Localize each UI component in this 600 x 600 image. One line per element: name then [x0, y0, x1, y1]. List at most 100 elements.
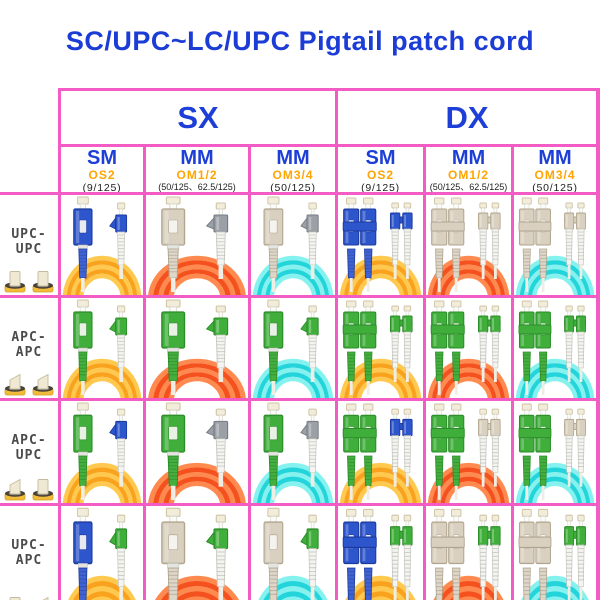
patch-cord-cell — [146, 401, 248, 503]
lc-duplex-connector-icon — [477, 305, 501, 382]
cable-coil — [444, 376, 493, 398]
cable-coil — [356, 273, 405, 295]
fiber-mode-label: SM — [365, 147, 396, 169]
patch-cord-cell — [146, 506, 248, 600]
row-label: UPC-UPC — [11, 227, 47, 257]
cable-coil — [544, 596, 566, 600]
cable-coil — [344, 260, 417, 295]
cable-coil — [348, 264, 413, 295]
cable-coil — [528, 476, 582, 503]
cable-coil — [167, 586, 227, 600]
ferrule-tip-photo — [32, 271, 54, 293]
cable-coil — [154, 575, 240, 600]
cable-coil — [70, 367, 134, 398]
column-header-sx-sm: SM OS2 (9/125) — [61, 147, 143, 192]
cable-coil — [531, 586, 579, 600]
cable-coil — [515, 462, 595, 503]
ferrule-tip-photo — [9, 597, 21, 600]
cable-coil — [252, 462, 334, 503]
cable-coil — [256, 363, 330, 398]
row-header-upc-upc: UPC-UPC — [0, 195, 58, 295]
fiber-spec-label: OM1/2 — [447, 168, 489, 182]
cable-coil — [355, 586, 406, 600]
sc-duplex-connector-icon — [430, 508, 465, 600]
cable-coil — [265, 372, 321, 398]
fiber-mode-label: MM — [276, 147, 310, 169]
cable-coil — [75, 269, 129, 295]
cable-coil — [153, 363, 241, 398]
sc-connector-icon — [161, 507, 186, 600]
cable-coil — [158, 472, 236, 503]
cable-coil — [361, 591, 400, 600]
lc-connector-icon — [109, 305, 128, 382]
ferrule-tip-icons — [0, 476, 58, 502]
ferrule-tip-photo — [4, 271, 26, 293]
patch-cord-cell — [426, 298, 511, 398]
cable-coil — [79, 376, 125, 398]
cable-coil — [261, 264, 325, 295]
cable-coil — [269, 376, 317, 398]
cable-coil — [252, 255, 334, 295]
sc-connector-icon — [263, 507, 284, 600]
cable-coil — [75, 372, 129, 398]
patch-cord-cell — [514, 401, 596, 503]
fiber-mode-label: MM — [180, 147, 214, 169]
spec-table: SX DX SM OS2 (9/125) MM OM1/2 (50/125、62… — [0, 88, 600, 600]
cable-coil — [183, 596, 211, 600]
cable-coil — [79, 481, 125, 503]
cable-coil — [256, 467, 330, 503]
patch-cord-cell — [61, 298, 143, 398]
patch-cord-cell — [251, 401, 335, 503]
patch-cord-photo — [430, 508, 504, 600]
row-label: APC-UPC — [11, 433, 47, 463]
patch-cord-photo — [154, 507, 240, 600]
lc-duplex-connector-icon — [389, 202, 413, 279]
cable-coil — [265, 476, 321, 503]
cable-coil — [427, 462, 510, 503]
cable-coil — [265, 269, 321, 295]
cable-coil — [68, 575, 136, 600]
patch-cord-cell — [426, 506, 511, 600]
patch-cord-cell — [338, 401, 423, 503]
cable-coil — [427, 358, 510, 398]
cable-coil — [263, 580, 323, 600]
patch-cord-cell — [251, 298, 335, 398]
cable-coil — [348, 367, 413, 398]
cable-coil — [523, 264, 587, 295]
sc-duplex-connector-icon — [342, 197, 377, 292]
cable-coil — [168, 481, 226, 503]
cable-coil — [438, 580, 499, 600]
cable-coil — [168, 376, 226, 398]
fiber-size-label: (50/125、62.5/125) — [429, 181, 508, 192]
lc-duplex-connector-icon — [389, 305, 413, 382]
fiber-spec-label: OM3/4 — [534, 168, 576, 182]
ferrule-tip-photo — [32, 479, 54, 501]
cable-coil — [168, 273, 226, 295]
column-header-dx-sm: SM OS2 (9/125) — [338, 147, 423, 192]
sc-connector-icon — [161, 402, 186, 500]
cable-coil — [83, 591, 121, 600]
cable-coil — [281, 596, 305, 600]
sc-duplex-connector-icon — [518, 197, 552, 292]
ferrule-tip-icon — [31, 268, 55, 294]
row-header-upc-apc: UPC-APC — [0, 506, 58, 600]
sc-connector-icon — [161, 196, 186, 292]
lc-duplex-connector-icon — [477, 514, 501, 600]
cable-coil — [356, 376, 405, 398]
page-title: SC/UPC~LC/UPC Pigtail patch cord — [65, 26, 535, 56]
cable-coil — [163, 372, 231, 398]
cable-coil — [252, 358, 334, 398]
cable-coil — [369, 596, 392, 600]
cable-coil — [344, 467, 417, 503]
cable-coil — [78, 586, 126, 600]
cable-coil — [269, 481, 317, 503]
lc-connector-icon — [300, 202, 319, 279]
sc-duplex-connector-icon — [430, 197, 465, 292]
ferrule-tip-photo — [4, 373, 26, 396]
lc-duplex-connector-icon — [564, 305, 586, 382]
patch-cord-photo — [252, 402, 334, 503]
table-corner-mask — [0, 88, 58, 192]
row-header-apc-apc: APC-APC — [0, 298, 58, 398]
cable-coil — [440, 372, 497, 398]
